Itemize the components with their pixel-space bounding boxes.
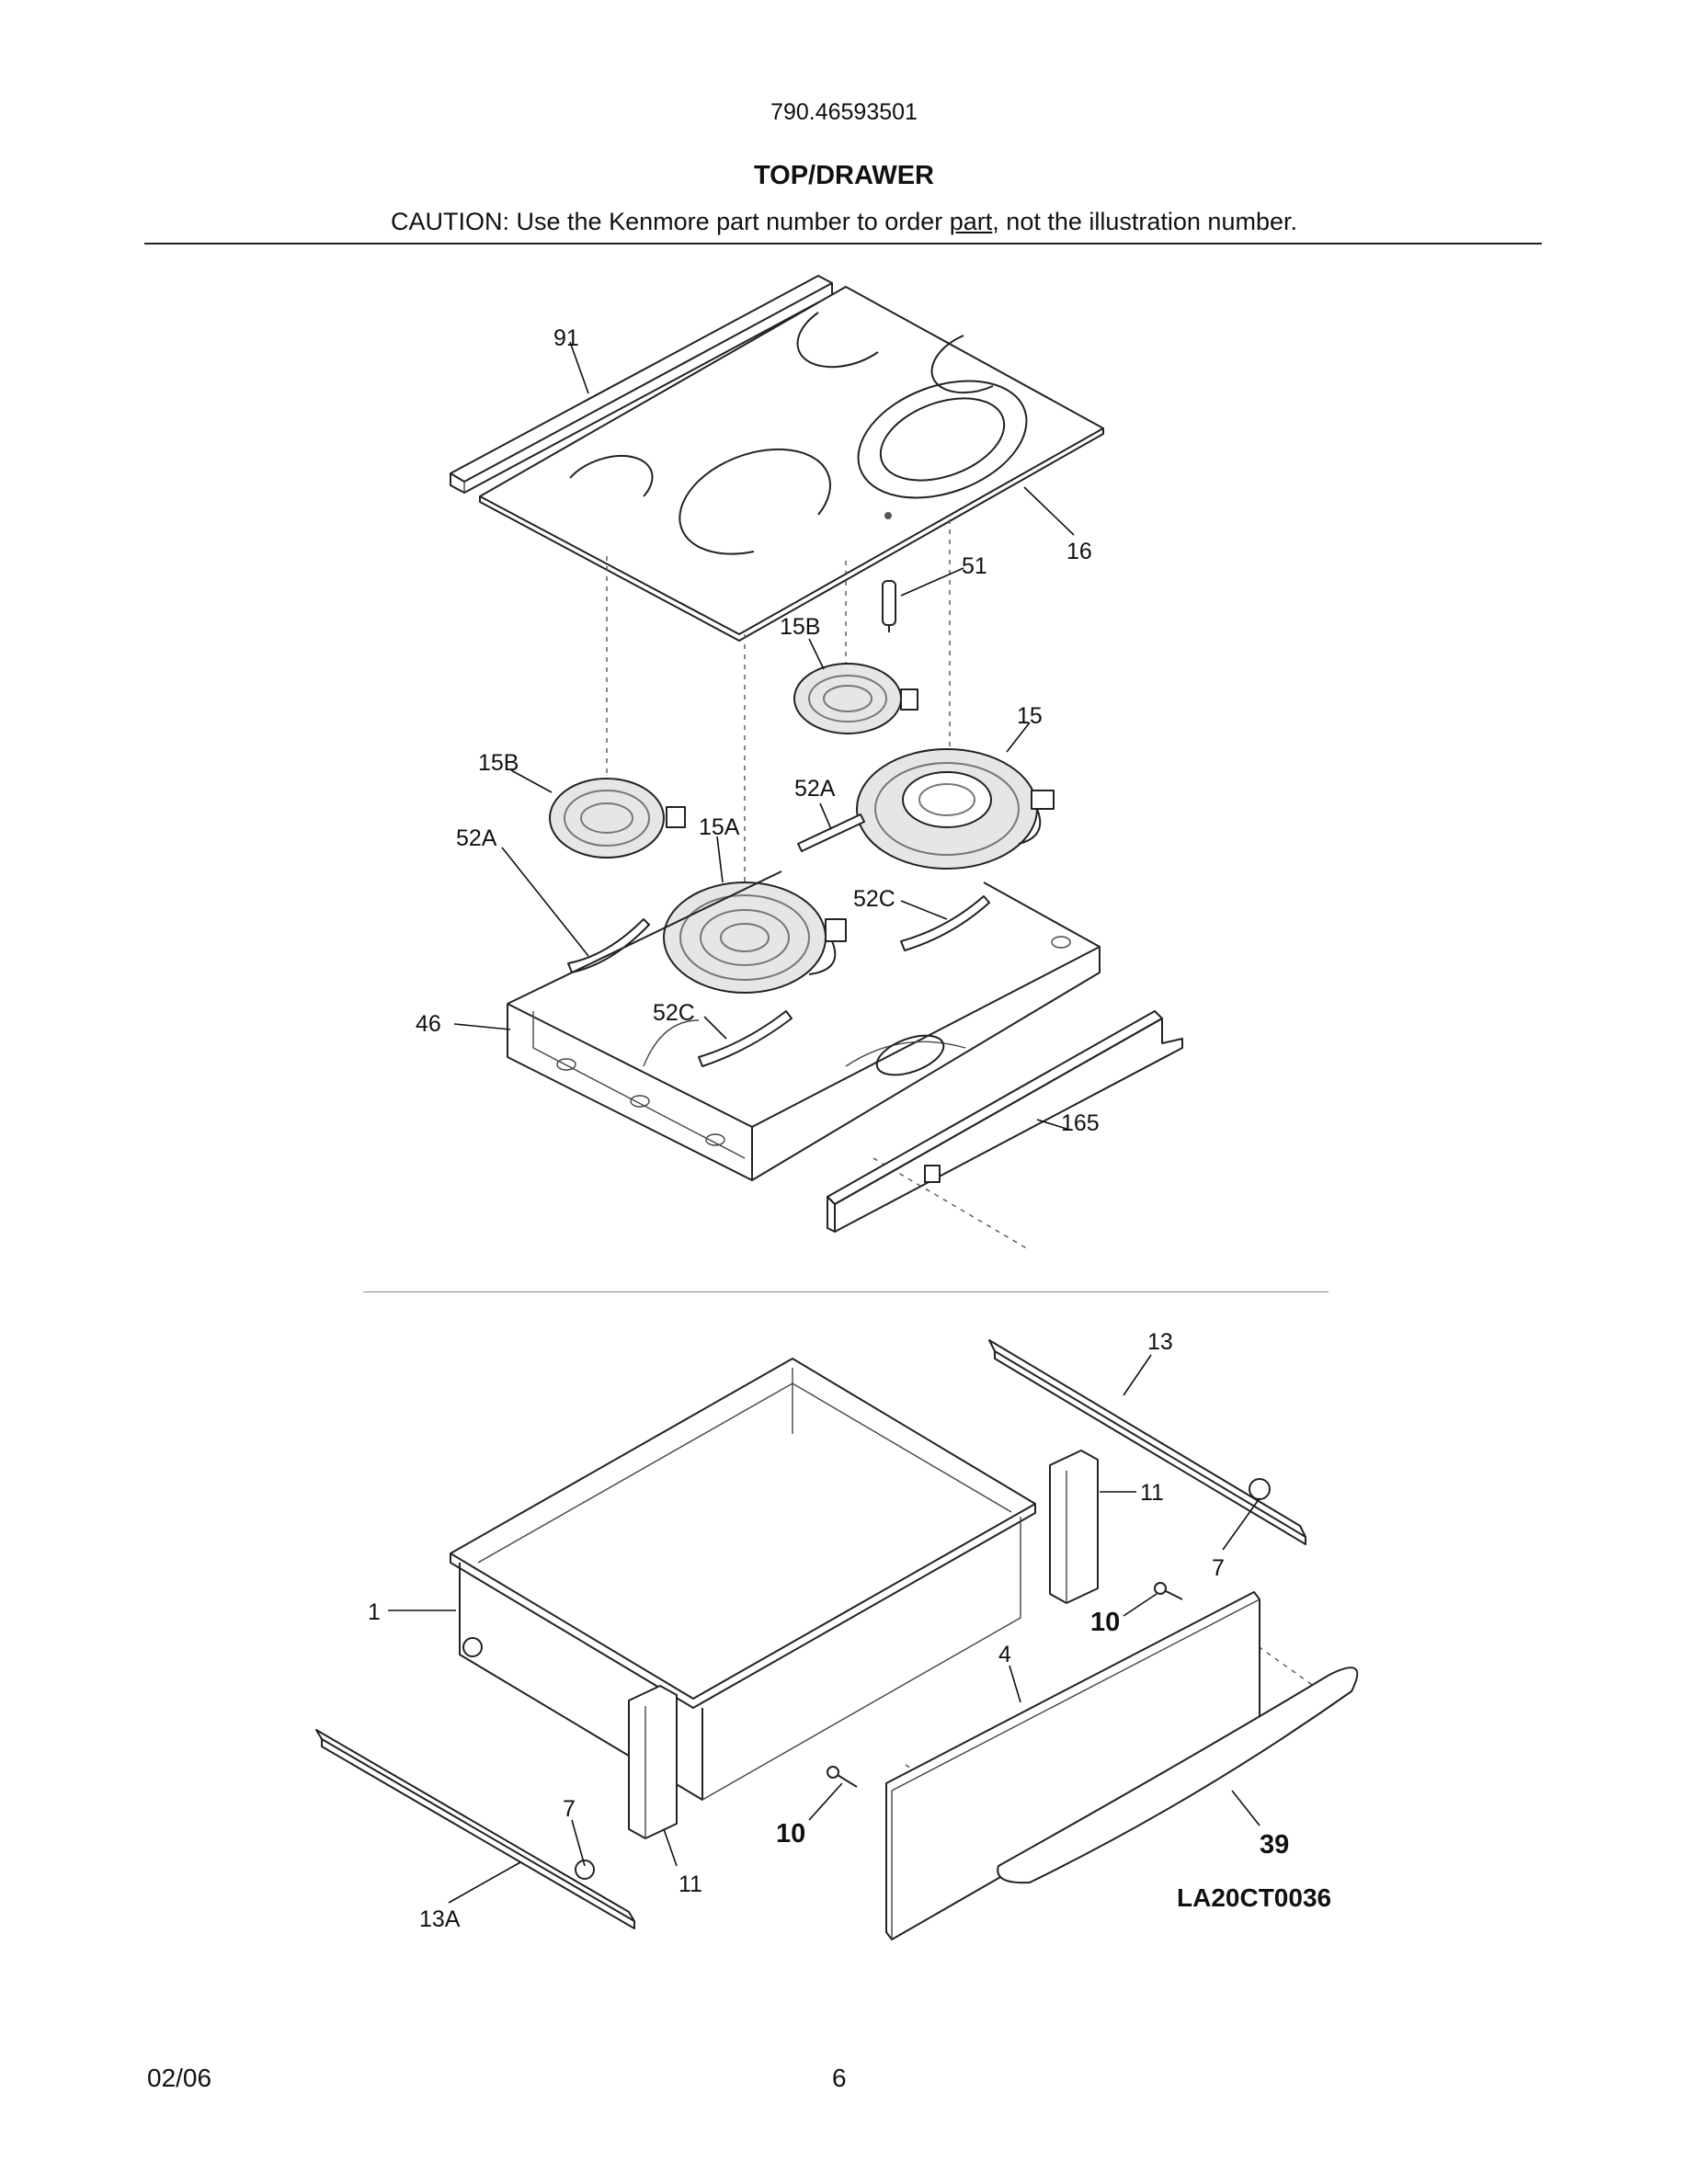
callout-39: 39: [1260, 1830, 1289, 1860]
wire-strap-52A-mid: [797, 813, 865, 852]
callout-46: 46: [416, 1011, 441, 1037]
model-number: 790.46593501: [770, 99, 918, 125]
heating-element-15B-top: [793, 663, 918, 734]
heating-element-15B-left: [549, 778, 686, 859]
section-divider: [363, 1291, 1329, 1292]
drawer-handle-39: [997, 1666, 1359, 1884]
drawer-slide-13A: [315, 1729, 635, 1929]
footer-date: 02/06: [147, 2064, 212, 2092]
screw-10-right: [1154, 1582, 1183, 1600]
callout-52C-left: 52C: [653, 1000, 695, 1026]
footer-page-number: 6: [832, 2064, 847, 2092]
caution-prefix: CAUTION: Use the Kenmore part number to …: [391, 208, 950, 235]
callout-7-left: 7: [563, 1796, 576, 1822]
callout-51: 51: [962, 553, 987, 579]
wire-strap-52A-left: [567, 918, 650, 973]
callout-165: 165: [1061, 1110, 1100, 1136]
section-title: TOP/DRAWER: [753, 161, 935, 190]
caution-suffix: , not the illustration number.: [992, 208, 1297, 235]
callout-10-right: 10: [1090, 1608, 1120, 1637]
trim-strip-91: [450, 275, 833, 494]
callout-15B-left: 15B: [478, 750, 519, 776]
callout-1: 1: [368, 1599, 381, 1625]
callout-11-right: 11: [1140, 1480, 1164, 1506]
callout-52A-mid: 52A: [794, 776, 836, 802]
burner-box-46: [507, 870, 1101, 1181]
figure-code: LA20CT0036: [1177, 1883, 1331, 1912]
callout-13: 13: [1147, 1329, 1173, 1355]
callout-13A: 13A: [419, 1906, 461, 1932]
wire-strap-52C-right: [900, 895, 990, 951]
drawer-bracket-11-left: [628, 1685, 678, 1839]
callout-15B-top: 15B: [780, 614, 820, 640]
callout-11-left: 11: [679, 1871, 702, 1897]
callout-15: 15: [1017, 703, 1043, 729]
caution-part-link: part: [949, 208, 993, 235]
drawer-bracket-11-right: [1049, 1450, 1099, 1604]
wire-strap-52C-left: [698, 1010, 793, 1067]
drawer-body-1: [450, 1358, 1036, 1801]
callout-16: 16: [1066, 539, 1092, 564]
callout-52C-right: 52C: [853, 886, 895, 912]
callout-15A: 15A: [699, 814, 740, 840]
callout-52A-left: 52A: [456, 825, 497, 851]
heating-element-15A: [663, 882, 847, 994]
callout-91: 91: [553, 325, 579, 351]
callout-leader-lines: [388, 341, 1260, 1904]
callout-4: 4: [998, 1642, 1011, 1667]
screw-10-left: [827, 1766, 858, 1788]
rear-rail-165: [827, 1010, 1183, 1233]
header-divider: [144, 243, 1542, 245]
sensor-51: [882, 580, 896, 632]
glass-cooktop-16: [479, 286, 1104, 642]
caution-note: CAUTION: Use the Kenmore part number to …: [0, 208, 1688, 236]
drawer-slide-13: [988, 1339, 1306, 1545]
heating-element-15: [856, 748, 1055, 870]
callout-7-right: 7: [1212, 1555, 1225, 1581]
callout-10-left: 10: [776, 1819, 805, 1848]
